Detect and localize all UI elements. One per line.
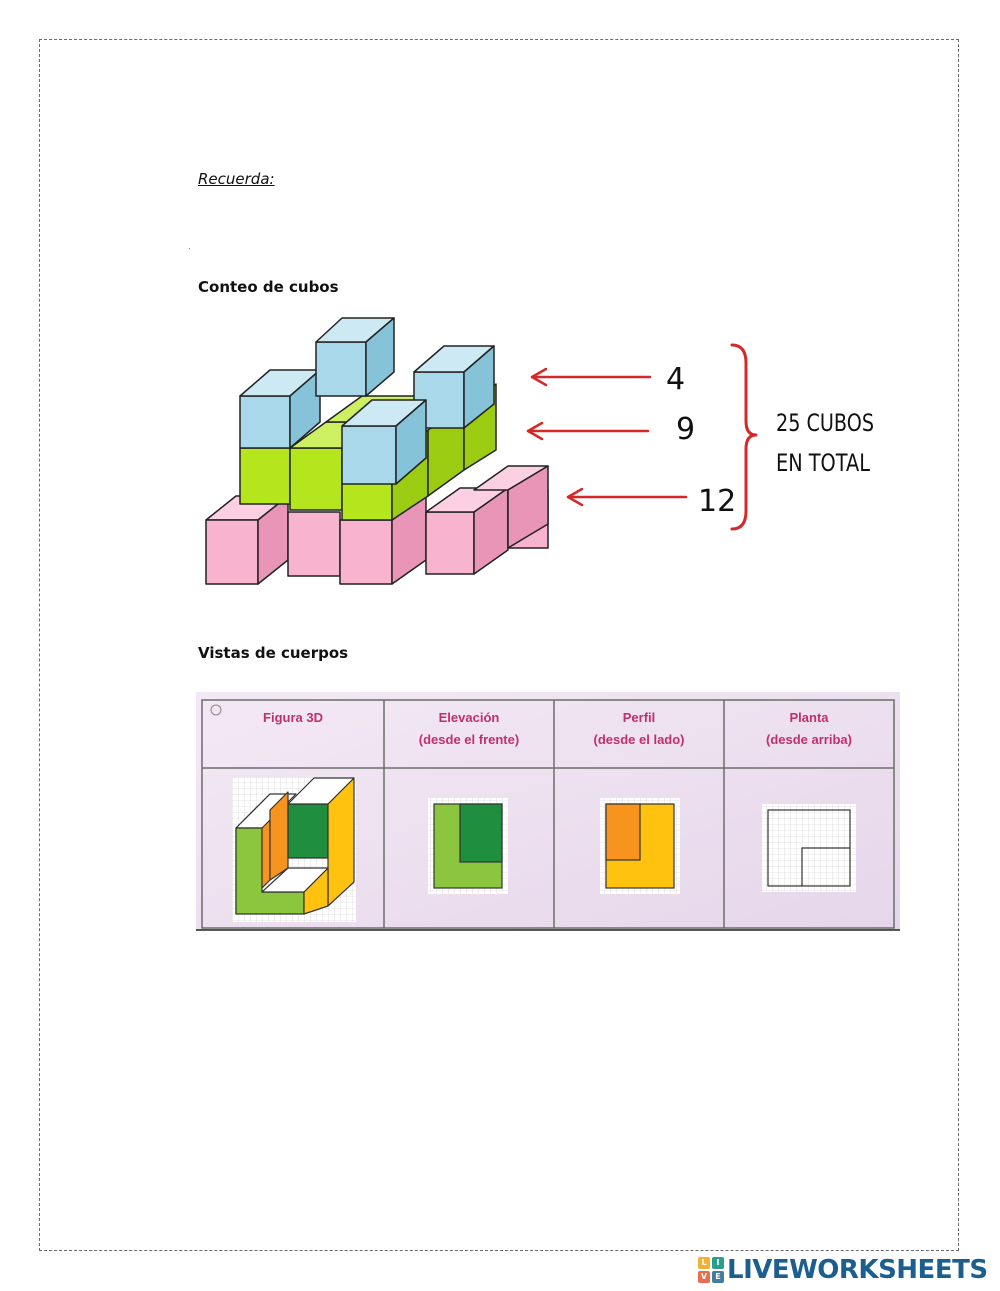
figure-3d-view: [232, 777, 356, 922]
count-annotations: 4 9 12 25 CUBOS EN TOTAL: [526, 343, 874, 531]
count-bottom: 12: [698, 484, 736, 519]
col-title-planta: Planta: [789, 710, 829, 725]
brace: [730, 343, 758, 531]
col-title-elevacion: Elevación: [439, 710, 500, 725]
col-title-figura: Figura 3D: [263, 710, 323, 725]
count-top: 4: [666, 362, 685, 397]
liveworksheets-logo: L I V E LIVEWORKSHEETS: [698, 1255, 988, 1285]
cube-stack-figure: [196, 300, 576, 600]
col-sub-planta: (desde arriba): [766, 732, 852, 747]
pink-layer: [205, 465, 549, 585]
col-sub-perfil: (desde el lado): [593, 732, 684, 747]
recuerda-label: Recuerda:: [198, 170, 275, 188]
blue-layer: [239, 317, 495, 485]
brand-name: LIVEWORKSHEETS: [727, 1255, 988, 1285]
page-border: [39, 39, 959, 1251]
elevation-view: [428, 798, 508, 894]
profile-view: [600, 798, 680, 894]
views-table: Figura 3D Elevación (desde el frente) Pe…: [196, 692, 900, 931]
total-line-2: EN TOTAL: [776, 449, 870, 477]
total-line-1: 25 CUBOS: [776, 409, 874, 437]
conteo-heading: Conteo de cubos: [198, 278, 339, 296]
col-sub-elevacion: (desde el frente): [419, 732, 519, 747]
stray-dot: .: [188, 242, 191, 252]
count-middle: 9: [676, 412, 695, 447]
col-title-perfil: Perfil: [623, 710, 656, 725]
plan-view: [762, 804, 856, 892]
vistas-heading: Vistas de cuerpos: [198, 644, 349, 662]
logo-mark-icon: L I V E: [698, 1257, 724, 1283]
